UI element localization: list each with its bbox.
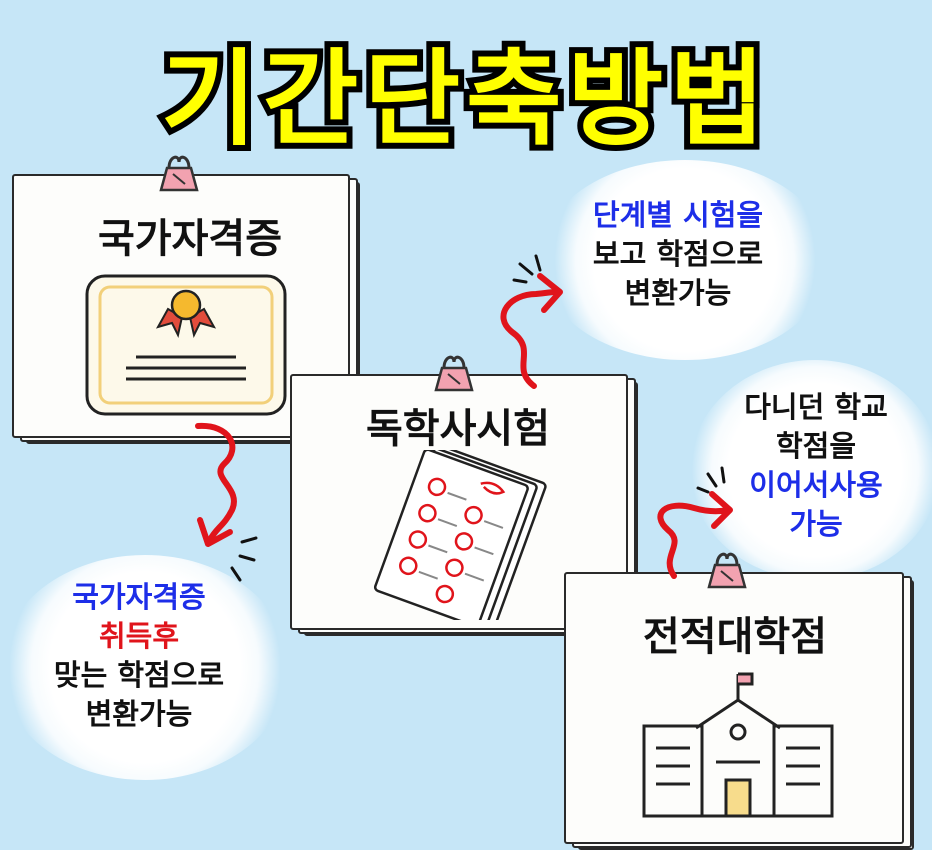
note-transfer: 다니던 학교 학점을 이어서사용 가능	[716, 388, 916, 544]
note-transfer-line1: 다니던 학교	[744, 390, 888, 424]
binder-clip-transfer	[707, 552, 747, 589]
binder-clip-selfstudy	[434, 355, 474, 392]
certificate-icon	[85, 274, 287, 416]
binder-clip-cert	[159, 155, 199, 192]
note-selfstudy: 단계별 시험을 보고 학점으로 변환가능	[560, 196, 796, 313]
card-title-cert: 국가자격증	[98, 216, 282, 262]
note-transfer-line4: 가능	[789, 507, 843, 541]
page-title: 기간단축방법	[155, 32, 772, 166]
card-transfer: 전적대학점	[562, 570, 924, 850]
card-title-selfstudy: 독학사시험	[366, 406, 550, 452]
note-cert-line1: 국가자격증	[72, 580, 206, 614]
note-cert: 국가자격증 취득후 맞는 학점으로 변환가능	[14, 578, 264, 734]
note-cert-line2: 취득후	[98, 619, 180, 653]
note-selfstudy-line2: 보고 학점으로	[592, 237, 764, 271]
arrow-cert-to-note	[195, 422, 258, 582]
note-transfer-line2: 학점을	[775, 429, 857, 463]
arrow-transfer-to-note	[657, 466, 733, 579]
note-cert-line4: 변환가능	[85, 697, 193, 731]
school-building-icon	[642, 672, 834, 818]
card-title-transfer: 전적대학점	[643, 614, 827, 660]
cloud-selfstudy-note	[540, 160, 830, 360]
cloud-transfer-note	[690, 360, 932, 580]
note-selfstudy-line1: 단계별 시험을	[592, 198, 764, 232]
card-cert: 국가자격증	[10, 170, 370, 450]
exam-papers-icon	[373, 450, 547, 620]
note-cert-line3: 맞는 학점으로	[53, 658, 225, 692]
note-selfstudy-line3: 변환가능	[624, 276, 732, 310]
arrow-selfstudy-to-note	[500, 254, 563, 389]
note-transfer-line3: 이어서사용	[749, 468, 883, 502]
cloud-cert-note	[0, 555, 290, 780]
